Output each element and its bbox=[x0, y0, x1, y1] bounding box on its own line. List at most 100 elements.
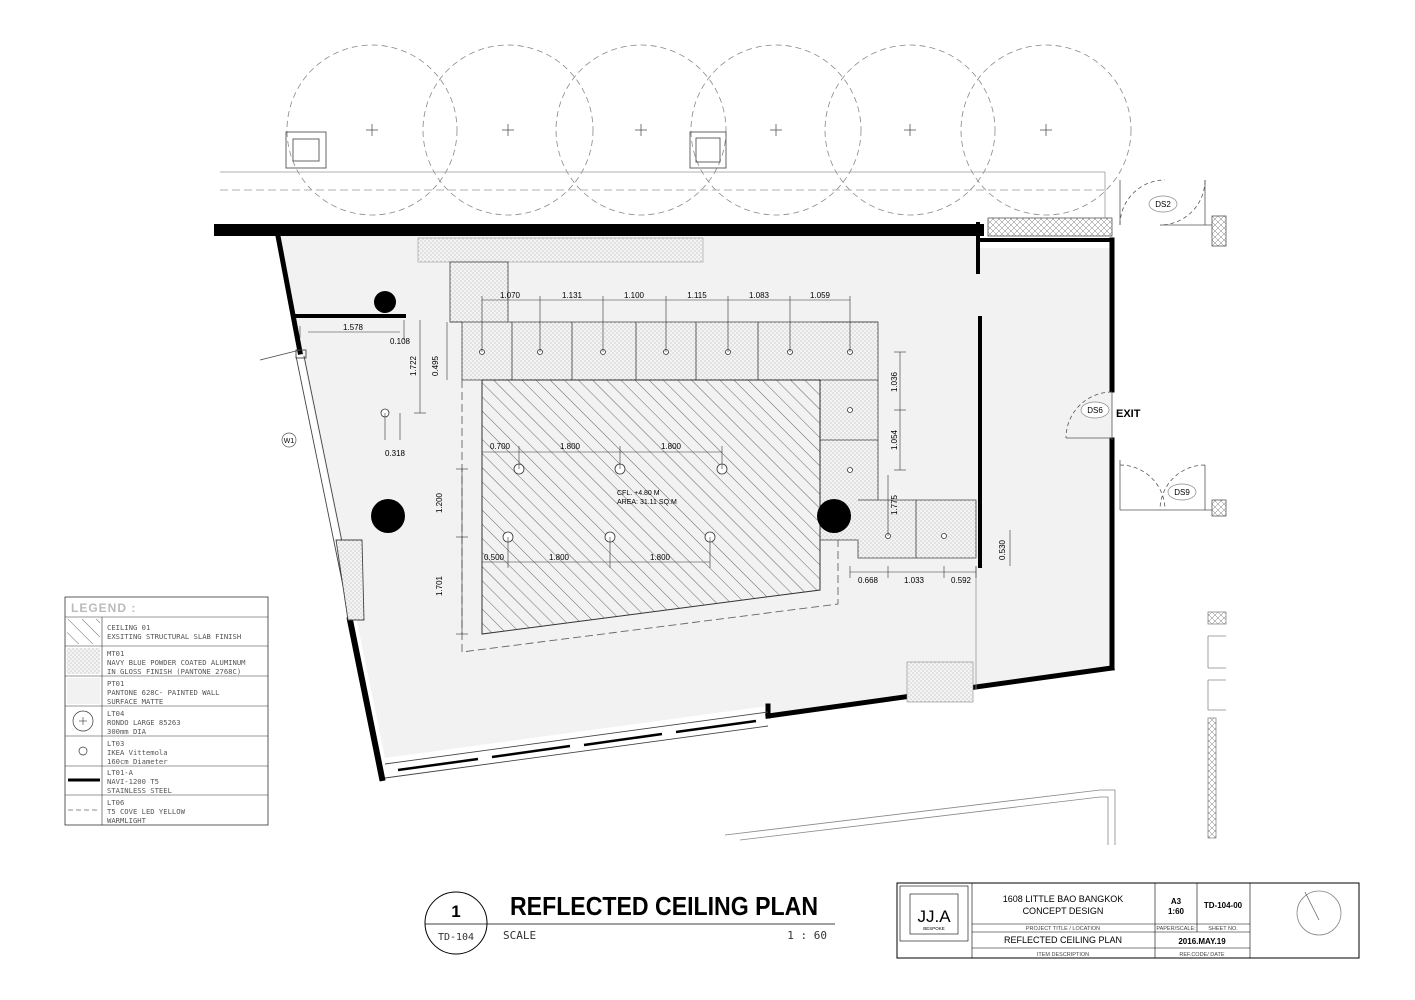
project-line-1: 1608 LITTLE BAO BANGKOK bbox=[1003, 894, 1124, 904]
legend-item-lt01a: LT01-A NAVI-1200 T5 STAINLESS STEEL bbox=[107, 768, 172, 795]
dim-bottom-right-2: 1.033 bbox=[904, 576, 925, 585]
walls bbox=[214, 222, 1115, 782]
dim-top-5: 1.083 bbox=[749, 291, 770, 300]
sheet-no: TD-104-00 bbox=[1204, 901, 1243, 910]
dim-hatch-bottom: 1.701 bbox=[435, 575, 444, 596]
door-tag-ds2: DS2 bbox=[1155, 200, 1171, 209]
dimension-labels: 1.070 1.131 1.100 1.115 1.083 1.059 1.03… bbox=[343, 291, 1007, 596]
dim-right-1: 1.036 bbox=[890, 371, 899, 392]
legend-item-lt04: LT04 RONDO LARGE 85263 300mm DIA bbox=[107, 709, 181, 736]
dim-right-edge: 0.530 bbox=[998, 539, 1007, 560]
legend-code: LT03 bbox=[107, 739, 124, 748]
door-tags: DS2 DS6 DS9 W1 bbox=[281, 195, 1197, 501]
legend-item-pt01: PT01 PANTONE 628C- PAINTED WALL SURFACE … bbox=[107, 679, 220, 706]
door-tag-ds9: DS9 bbox=[1174, 488, 1190, 497]
dim-top-2: 1.131 bbox=[562, 291, 583, 300]
bottom-glazing bbox=[384, 711, 769, 779]
legend-text: RONDO LARGE 85263 bbox=[107, 718, 181, 727]
legend-text: EXSITING STRUCTURAL SLAB FINISH bbox=[107, 632, 241, 641]
dim-light-offset: 0.318 bbox=[385, 449, 406, 458]
legend-code: LT01-A bbox=[107, 768, 134, 777]
legend-text: 160cm Diameter bbox=[107, 757, 168, 766]
legend-text: STAINLESS STEEL bbox=[107, 786, 172, 795]
rondo-pendant-lights bbox=[371, 291, 851, 533]
dim-bottom-right-3: 0.592 bbox=[951, 576, 972, 585]
drawing-title-block: 1 TD-104 REFLECTED CEILING PLAN SCALE 1 … bbox=[424, 891, 835, 955]
legend-code: PT01 bbox=[107, 679, 124, 688]
dim-left-height: 1.722 bbox=[409, 355, 418, 376]
logo-sub: BESPOKE bbox=[923, 926, 945, 931]
existing-slab-ceiling-01 bbox=[481, 379, 821, 635]
door-ds6 bbox=[1065, 391, 1113, 440]
view-number: 1 bbox=[451, 902, 460, 921]
dim-right-3: 1.775 bbox=[890, 494, 899, 515]
legend-text: SURFACE MATTE bbox=[107, 697, 163, 706]
view-sheet-ref: TD-104 bbox=[438, 932, 474, 943]
legend: LEGEND : CEILING 01 EXSITING STRUCTURAL … bbox=[64, 596, 269, 826]
dim-upper-1: 0.700 bbox=[490, 442, 511, 451]
dim-bottom-right-1: 0.668 bbox=[858, 576, 879, 585]
issue-date: 2016.MAY.19 bbox=[1178, 937, 1226, 946]
ceiling-note-area: AREA: 31.11 SQ.M bbox=[617, 499, 677, 506]
legend-code: LT06 bbox=[107, 798, 124, 807]
paper-scale: 1:60 bbox=[1168, 907, 1185, 916]
right-wall-panel bbox=[906, 661, 974, 703]
dim-lower-3: 1.800 bbox=[650, 553, 671, 562]
project-line-2: CONCEPT DESIGN bbox=[1023, 906, 1104, 916]
legend-code: LT04 bbox=[107, 709, 124, 718]
legend-text: PANTONE 628C- PAINTED WALL bbox=[107, 688, 220, 697]
legend-text: NAVI-1200 T5 bbox=[107, 777, 159, 786]
dimension-lines bbox=[299, 296, 1011, 635]
legend-item-lt06: LT06 T5 COVE LED YELLOW WARMLIGHT bbox=[107, 798, 186, 825]
legend-code: MT01 bbox=[107, 649, 124, 658]
neighbor-fragments bbox=[724, 611, 1227, 845]
dim-right-2: 1.054 bbox=[890, 429, 899, 450]
legend-item-lt03: LT03 IKEA Vittemola 160cm Diameter bbox=[107, 739, 168, 766]
north-arrow-icon bbox=[1296, 890, 1342, 936]
legend-heading: LEGEND : bbox=[71, 601, 136, 615]
legend-swatch-lt03 bbox=[78, 746, 88, 756]
dim-left-small: 0.108 bbox=[390, 337, 411, 346]
legend-text: IN GLOSS FINISH (PANTONE 2768C) bbox=[107, 667, 241, 676]
door-tag-ds6: DS6 bbox=[1087, 406, 1103, 415]
paper-caption: PAPER/SCALE: bbox=[1156, 926, 1196, 932]
project-caption: PROJECT TITLE / LOCATION bbox=[1026, 926, 1100, 932]
ceiling-note-level: CFL. +4.80 M bbox=[617, 490, 660, 497]
ceiling-note: CFL. +4.80 M AREA: 31.11 SQ.M bbox=[617, 490, 677, 506]
sheet-caption: SHEET NO. bbox=[1208, 926, 1238, 932]
bulkhead-mt01 bbox=[449, 261, 977, 559]
dim-hatch-top: 1.200 bbox=[435, 492, 444, 513]
exterior-columns bbox=[285, 131, 727, 169]
dim-top-4: 1.115 bbox=[687, 291, 707, 300]
left-glazing bbox=[259, 349, 365, 621]
tree-centers bbox=[366, 124, 1052, 136]
legend-text: T5 COVE LED YELLOW bbox=[107, 807, 186, 816]
legend-swatch-pt01 bbox=[67, 678, 100, 704]
dim-top-3: 1.100 bbox=[624, 291, 645, 300]
sheet-title-block: JJ.A BESPOKE 1608 LITTLE BAO BANGKOK CON… bbox=[896, 882, 1360, 959]
door-ds9 bbox=[1119, 460, 1227, 517]
legend-text: WARMLIGHT bbox=[107, 816, 147, 825]
item-caption: ITEM DESCRIPTION bbox=[1037, 952, 1089, 958]
legend-item-ceiling-01: CEILING 01 EXSITING STRUCTURAL SLAB FINI… bbox=[107, 623, 241, 641]
dim-upper-3: 1.800 bbox=[661, 442, 682, 451]
dim-lower-2: 1.800 bbox=[549, 553, 570, 562]
paper-size: A3 bbox=[1171, 897, 1182, 906]
sidewalk-lines bbox=[220, 171, 1106, 225]
exit-label: EXIT bbox=[1116, 408, 1141, 420]
door-ds2 bbox=[987, 179, 1227, 247]
logo-text: JJ.A bbox=[917, 907, 951, 926]
dim-left-wall: 1.578 bbox=[343, 323, 364, 332]
legend-swatch-mt01 bbox=[67, 648, 100, 674]
date-caption: REF.CODE/ DATE bbox=[1179, 952, 1224, 958]
dim-lower-1: 0.500 bbox=[484, 553, 505, 562]
dim-top-6: 1.059 bbox=[810, 291, 831, 300]
dim-top-1: 1.070 bbox=[500, 291, 521, 300]
drawing-title: REFLECTED CEILING PLAN bbox=[510, 891, 818, 921]
dim-upper-2: 1.800 bbox=[560, 442, 581, 451]
item-description: REFLECTED CEILING PLAN bbox=[1004, 935, 1122, 945]
tree-canopies bbox=[286, 44, 1132, 216]
legend-swatch-ceiling bbox=[67, 619, 100, 644]
window-tag-w1: W1 bbox=[284, 438, 295, 445]
